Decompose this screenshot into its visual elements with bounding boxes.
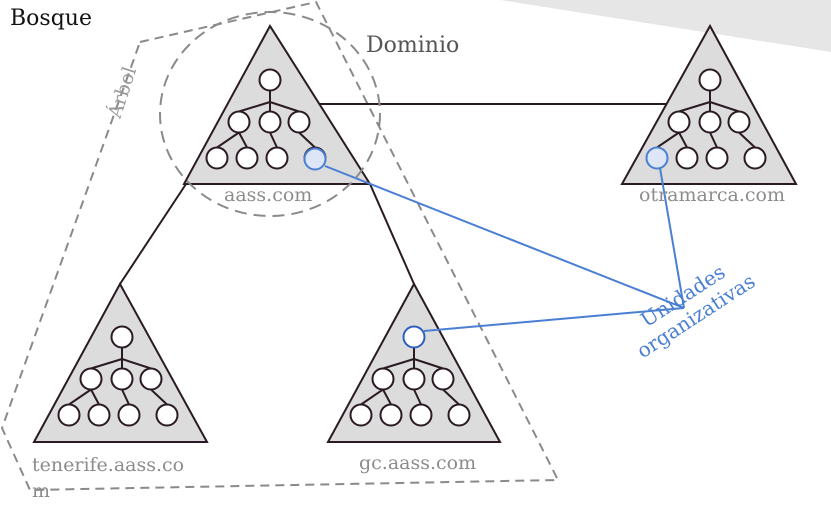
tree-gc-node — [447, 403, 471, 427]
ou-link-gc — [423, 307, 685, 332]
tree-gc-node — [409, 403, 433, 427]
tree-tenerife-node — [110, 367, 134, 391]
tree-tenerife-edge — [90, 358, 123, 370]
tree-otramarca-edge — [709, 101, 740, 113]
tree-aass-edge — [238, 132, 248, 148]
tree-gc-edge — [360, 388, 384, 406]
tree-gc-node — [431, 367, 455, 391]
tree-otramarca-node — [675, 146, 699, 170]
tree-tenerife-node — [139, 367, 163, 391]
tree-gc-edge — [442, 388, 460, 406]
tree-gc-edge — [413, 358, 444, 370]
domain-outline — [159, 11, 381, 217]
org-trees — [57, 68, 767, 427]
tree-otramarca-node — [667, 110, 691, 134]
tree-otramarca-ou-node — [645, 146, 669, 170]
tree-aass-edge — [238, 101, 271, 113]
forest-title: Bosque — [10, 6, 92, 31]
tree-otramarca-edge — [656, 131, 680, 149]
tree-otramarca-node — [743, 146, 767, 170]
tree-aass-ou-node — [303, 147, 327, 171]
tree-tenerife-node — [79, 367, 103, 391]
tree-gc-edge — [382, 389, 392, 405]
domain-label: Dominio — [366, 33, 460, 58]
tree-aass-edge — [216, 131, 240, 149]
tree-tenerife-edge — [121, 389, 130, 405]
tree-otramarca-edge — [709, 132, 718, 148]
tree-aass-node — [227, 110, 251, 134]
tree-aass-node — [258, 110, 282, 134]
tree-tenerife-edge — [150, 388, 168, 406]
tree-aass-edge — [269, 101, 300, 113]
tree-gc-node — [371, 367, 395, 391]
tree-aass-node — [205, 146, 229, 170]
tree-gc-ou-node — [402, 325, 426, 349]
tree-gc-node — [402, 367, 426, 391]
ou-link-aass — [324, 165, 685, 309]
tree-tenerife-edge — [121, 358, 152, 370]
trust-link-aass-tenerife — [119, 183, 187, 285]
tree-tenerife-edge — [90, 389, 100, 405]
domain-name-gc: gc.aass.com — [359, 452, 477, 474]
tree-aass-node — [258, 68, 282, 92]
tree-otramarca-edge — [738, 131, 756, 149]
tree-tenerife-node — [87, 403, 111, 427]
tree-gc-edge — [382, 358, 415, 370]
tree-outline — [0, 0, 560, 492]
tree-otramarca-edge — [678, 132, 688, 148]
ou-link-otramarca — [659, 167, 685, 309]
tree-aass-edge — [269, 132, 278, 148]
trust-link-aass-gc — [369, 183, 415, 285]
tree-otramarca-node — [705, 146, 729, 170]
domain-name-aass: aass.com — [224, 184, 313, 206]
tree-aass-node — [287, 110, 311, 134]
tree-otramarca-edge — [678, 101, 711, 113]
domain-name-tenerife: tenerife.aass.co m — [32, 454, 185, 502]
tree-gc-node — [349, 403, 373, 427]
tree-gc-edge — [413, 389, 422, 405]
tree-tenerife-edge — [68, 388, 92, 406]
tree-otramarca-node — [727, 110, 751, 134]
tree-otramarca-node — [698, 68, 722, 92]
tree-tenerife-node — [155, 403, 179, 427]
tree-tenerife-node — [117, 403, 141, 427]
tree-gc-node — [379, 403, 403, 427]
tree-aass-node — [265, 146, 289, 170]
tree-otramarca-node — [698, 110, 722, 134]
tree-aass-node — [235, 146, 259, 170]
tree-aass-edge — [298, 131, 316, 149]
domain-name-otramarca: otramarca.com — [639, 184, 786, 206]
background-wedge — [500, 0, 831, 52]
tree-tenerife-node — [57, 403, 81, 427]
tree-tenerife-node — [110, 325, 134, 349]
